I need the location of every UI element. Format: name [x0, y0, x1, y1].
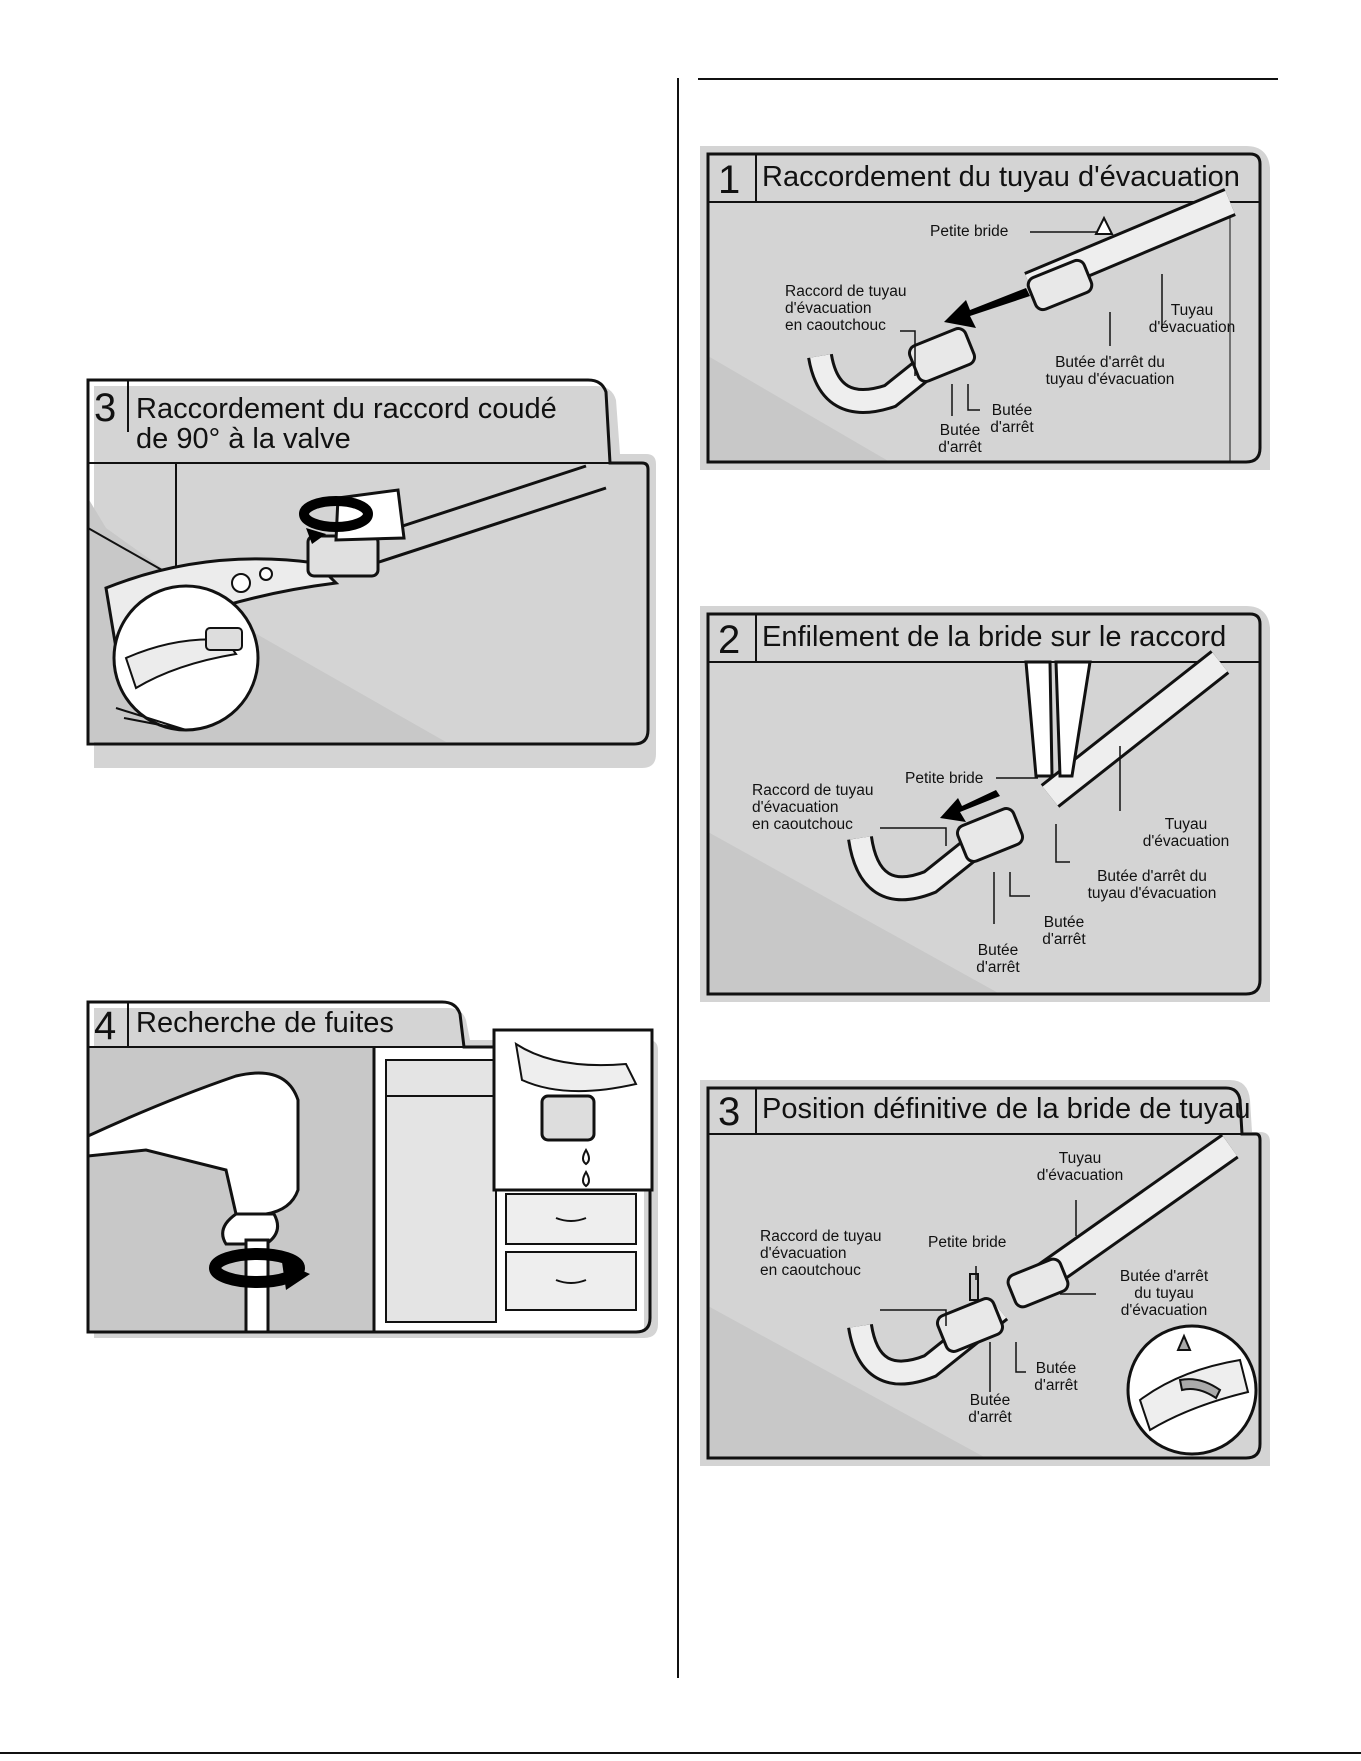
left-panel-3-title-line1: Raccordement du raccord coudé	[136, 393, 557, 425]
right-panel-3-frame	[700, 1080, 1270, 1466]
left-panel-4-number: 4	[94, 1004, 117, 1048]
left-panel-4: 4 Recherche de fuites	[86, 1000, 658, 1340]
right-panel-1-title: Raccordement du tuyau d'évacuation	[762, 161, 1240, 193]
left-panel-3: 3 Raccordement du raccord coudé de 90° à…	[86, 378, 656, 768]
left-panel-4-frame	[86, 1000, 658, 1338]
left-panel-3-frame	[86, 378, 656, 768]
right-panel-2-frame	[700, 606, 1270, 1002]
right-panel-1-frame	[700, 146, 1270, 470]
right-panel-1: 1 Raccordement du tuyau d'évacuation Pet…	[700, 146, 1270, 470]
left-panel-4-title: Recherche de fuites	[136, 1007, 394, 1039]
column-divider	[677, 78, 679, 1678]
right-panel-3: 3 Position définitive de la bride de tuy…	[700, 1080, 1270, 1466]
right-panel-2-number: 2	[718, 618, 741, 662]
left-panel-3-number: 3	[94, 386, 117, 430]
right-panel-2-title: Enfilement de la bride sur le raccord	[762, 621, 1227, 653]
right-panel-2: 2 Enfilement de la bride sur le raccord …	[700, 606, 1270, 1002]
bottom-rule	[0, 1752, 1361, 1754]
right-panel-3-number: 3	[718, 1090, 741, 1134]
p1-label-petite-bride: Petite bride	[930, 223, 1009, 240]
left-panel-3-title-line2: de 90° à la valve	[136, 423, 351, 455]
right-panel-3-title: Position définitive de la bride de tuyau	[762, 1093, 1251, 1125]
p2-label-petite-bride: Petite bride	[905, 770, 984, 787]
top-rule	[698, 78, 1278, 80]
right-panel-1-number: 1	[718, 158, 741, 202]
p3-label-petite-bride: Petite bride	[928, 1234, 1007, 1251]
